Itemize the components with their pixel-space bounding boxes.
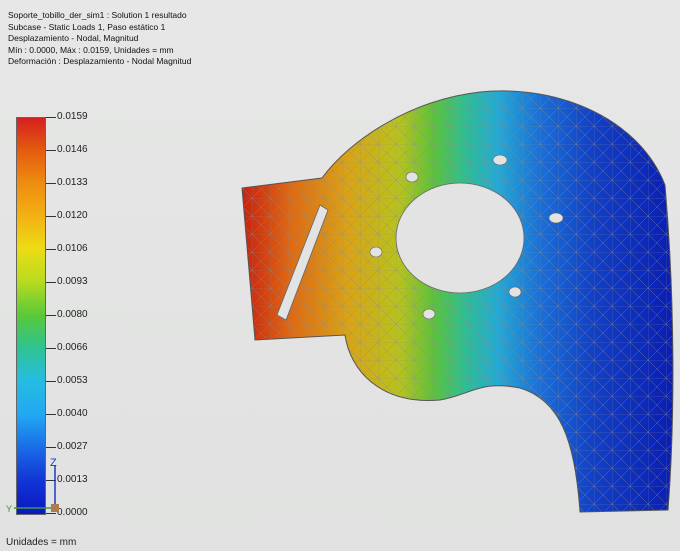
legend-value: 0.0133 (57, 177, 88, 188)
legend-tick (46, 150, 56, 151)
subcase-label: Subcase - Static Loads 1, Paso estático … (8, 21, 166, 32)
legend-value: 0.0146 (57, 144, 88, 155)
legend-tick (46, 117, 56, 118)
legend-tick (46, 480, 56, 481)
legend-tick (46, 348, 56, 349)
z-axis-label: Z (50, 457, 57, 469)
legend-value: 0.0053 (57, 375, 88, 386)
legend-value: 0.0040 (57, 408, 88, 419)
legend-tick (46, 513, 56, 514)
deformation-label: Deformación : Desplazamiento - Nodal Mag… (8, 56, 192, 66)
legend-value: 0.0000 (57, 507, 88, 518)
legend-value: 0.0159 (57, 111, 88, 122)
legend-tick (46, 249, 56, 250)
legend-tick (46, 282, 56, 283)
result-info-header: Soporte_tobillo_der_sim1 : Solution 1 re… (8, 10, 191, 68)
legend-value: 0.0066 (57, 342, 88, 353)
legend-value: 0.0013 (57, 474, 88, 485)
legend-tick (46, 216, 56, 217)
part-body (241, 90, 674, 513)
color-legend-bar (16, 117, 46, 515)
legend-value: 0.0106 (57, 243, 88, 254)
legend-tick (46, 183, 56, 184)
min-max-label: Mín : 0.0000, Máx : 0.0159, Unidades = m… (8, 44, 174, 55)
part-cutouts (276, 154, 564, 321)
y-axis-label: Y (6, 504, 12, 514)
legend-value: 0.0027 (57, 441, 88, 452)
legend-value: 0.0080 (57, 309, 88, 320)
legend-value: 0.0093 (57, 276, 88, 287)
coordinate-triad-icon: Z Y (6, 457, 59, 514)
legend-tick (46, 381, 56, 382)
legend-tick (46, 447, 56, 448)
result-type-label: Desplazamiento - Nodal, Magnitud (8, 33, 139, 43)
legend-value: 0.0120 (57, 210, 88, 221)
units-label: Unidades = mm (6, 537, 77, 548)
legend-tick (46, 315, 56, 316)
result-title: Soporte_tobillo_der_sim1 : Solution 1 re… (8, 10, 187, 20)
legend-tick (46, 414, 56, 415)
